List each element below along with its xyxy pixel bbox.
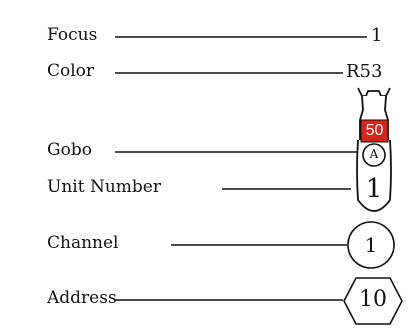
- fixture-yoke: [357, 87, 391, 97]
- channel-label: Channel: [47, 233, 119, 253]
- color-label: Color: [47, 61, 95, 81]
- focus-value: 1: [371, 25, 383, 46]
- unit-number-value: 1: [365, 174, 383, 204]
- focus-label: Focus: [47, 25, 98, 45]
- gobo-value: A: [369, 147, 379, 161]
- color-value: R53: [346, 61, 383, 82]
- channel-circle: [347, 221, 395, 269]
- address-hexagon: [343, 277, 403, 325]
- gobo-label: Gobo: [47, 140, 92, 160]
- gobo-circle: [362, 143, 386, 167]
- channel-value: 1: [364, 233, 378, 257]
- unit-number-label: Unit Number: [47, 177, 161, 197]
- address-value: 10: [359, 287, 387, 312]
- wattage-badge-label: 50: [365, 122, 384, 139]
- address-label: Address: [47, 288, 117, 308]
- wattage-badge: [360, 119, 389, 143]
